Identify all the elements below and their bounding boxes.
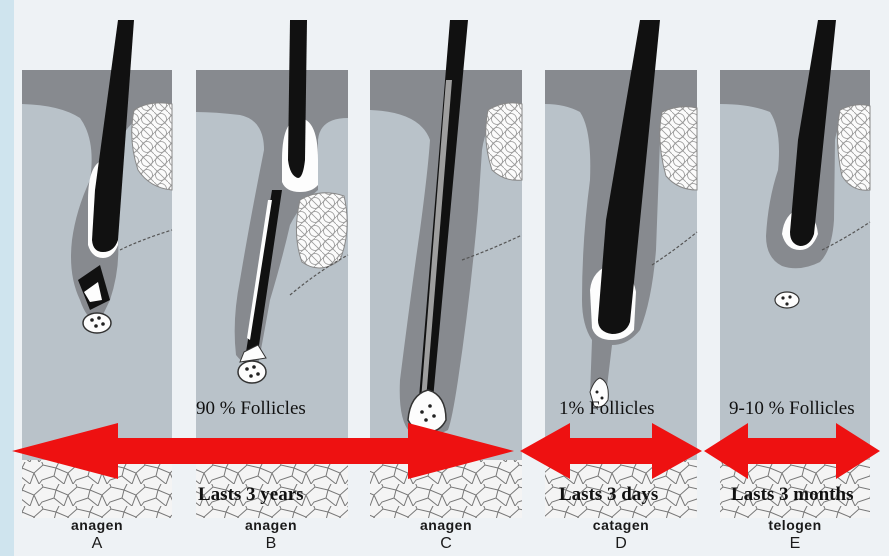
panel-d-illustration (545, 20, 697, 460)
panel-a-illustration (22, 20, 172, 460)
catagen-percent-label: 1% Follicles (559, 398, 655, 420)
panel-letter-d: D (546, 535, 696, 553)
anagen-percent-label: 90 % Follicles (196, 398, 306, 420)
anagen-duration-label: Lasts 3 years (198, 484, 304, 506)
telogen-percent-label: 9-10 % Follicles (729, 398, 855, 420)
telogen-duration-label: Lasts 3 months (731, 484, 853, 506)
panel-b-illustration (196, 20, 348, 460)
stage-label-b: anagen (196, 517, 346, 533)
catagen-duration-label: Lasts 3 days (559, 484, 658, 506)
panel-letter-c: C (371, 535, 521, 553)
stage-label-a: anagen (22, 517, 172, 533)
panel-e-illustration (720, 20, 870, 460)
stage-label-c: anagen (371, 517, 521, 533)
panel-c-illustration (370, 20, 522, 460)
panel-letter-b: B (196, 535, 346, 553)
stage-label-e: telogen (720, 517, 870, 533)
panel-letter-a: A (22, 535, 172, 553)
panel-letter-e: E (720, 535, 870, 553)
stage-label-d: catagen (546, 517, 696, 533)
